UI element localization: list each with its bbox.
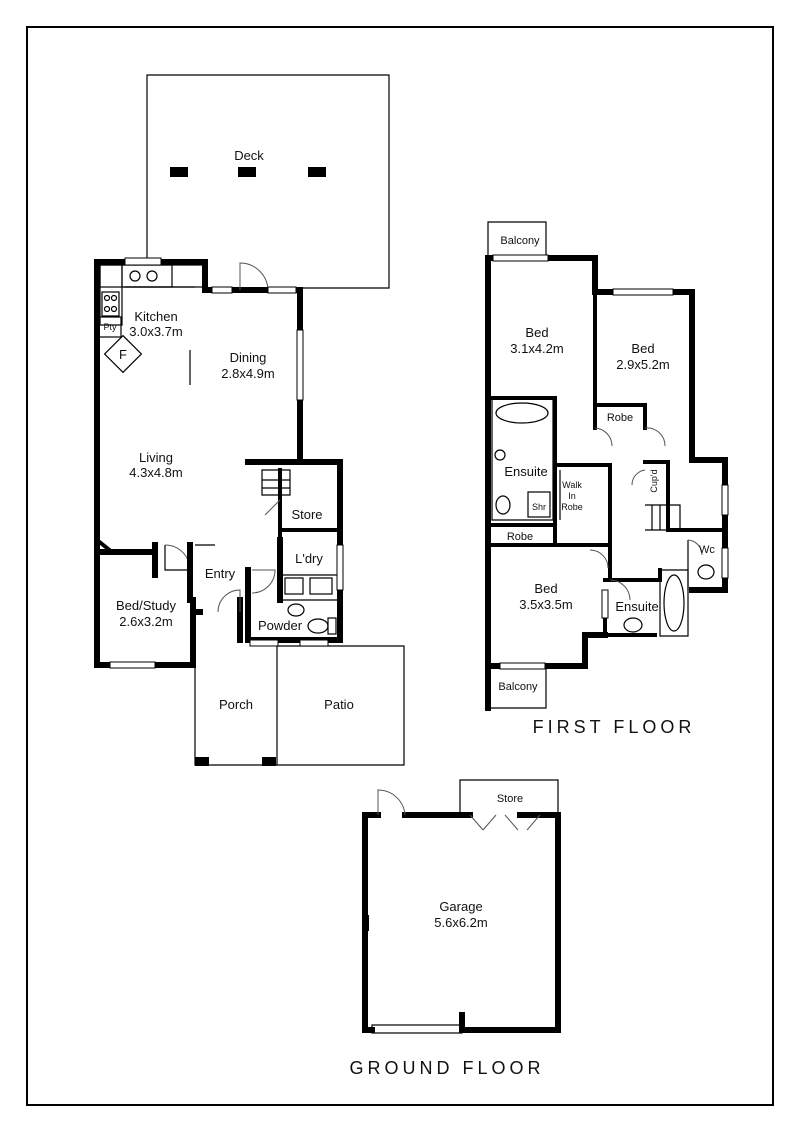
ensuite1-label: Ensuite <box>504 464 547 479</box>
porch-label: Porch <box>219 697 253 712</box>
in-label: In <box>568 491 576 501</box>
page-border <box>26 26 774 1106</box>
dining-label: Dining <box>230 350 267 365</box>
ground-floor-plan <box>94 74 405 766</box>
fridge-label: F <box>119 347 127 362</box>
garage-store-label: Store <box>497 793 523 805</box>
ground-floor-title: GROUND FLOOR <box>349 1058 544 1078</box>
pantry-label: Pty <box>103 322 117 332</box>
living-label: Living <box>139 450 173 465</box>
cupboard-label: Cup'd <box>649 469 659 492</box>
wc-label: Wc <box>699 544 715 556</box>
shower-label: Shr <box>532 502 546 512</box>
bed1-label: Bed <box>525 325 548 340</box>
patio-label: Patio <box>324 697 354 712</box>
bed2-size: 2.9x5.2m <box>616 357 669 372</box>
garage-size: 5.6x6.2m <box>434 915 487 930</box>
bed1-size: 3.1x4.2m <box>510 341 563 356</box>
bed-study-label: Bed/Study <box>116 598 176 613</box>
balcony-top-label: Balcony <box>500 235 540 247</box>
laundry-label: L'dry <box>295 551 323 566</box>
robe-wir-label: Robe <box>561 502 583 512</box>
patio <box>249 639 405 766</box>
deck-label: Deck <box>234 148 264 163</box>
dining-size: 2.8x4.9m <box>221 366 274 381</box>
first-floor-title: FIRST FLOOR <box>533 717 696 737</box>
porch <box>194 612 277 766</box>
ensuite2-label: Ensuite <box>615 599 658 614</box>
powder-label: Powder <box>258 618 303 633</box>
deck <box>146 74 390 289</box>
first-floor-plan <box>485 221 729 711</box>
living-size: 4.3x4.8m <box>129 465 182 480</box>
garage-label: Garage <box>439 899 482 914</box>
bed-study-size: 2.6x3.2m <box>119 614 172 629</box>
garage-plan <box>362 779 561 1034</box>
robe1-label: Robe <box>607 412 633 424</box>
kitchen-fixtures <box>98 257 204 385</box>
kitchen-size: 3.0x3.7m <box>129 324 182 339</box>
bed3-label: Bed <box>534 581 557 596</box>
bed2-label: Bed <box>631 341 654 356</box>
robe2-label: Robe <box>507 531 533 543</box>
entry-label: Entry <box>205 566 236 581</box>
bed3-size: 3.5x3.5m <box>519 597 572 612</box>
store-label: Store <box>291 507 322 522</box>
kitchen-label: Kitchen <box>134 309 177 324</box>
walk-label: Walk <box>562 480 582 490</box>
balcony-bottom-label: Balcony <box>498 681 538 693</box>
